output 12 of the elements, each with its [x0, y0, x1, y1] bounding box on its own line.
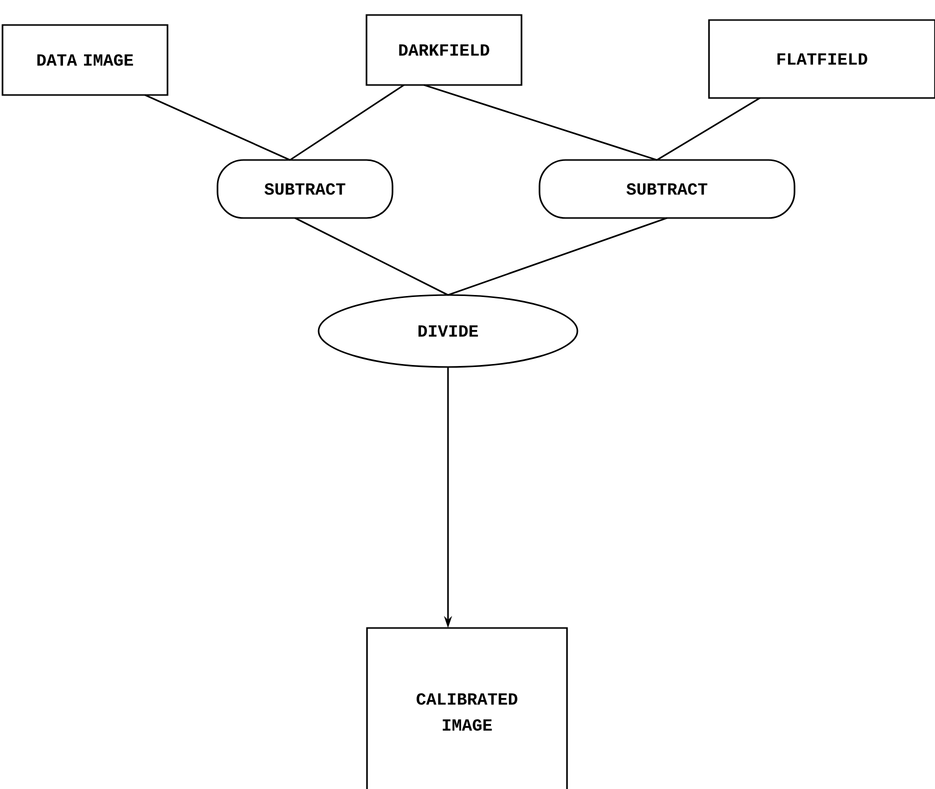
connector [294, 217, 448, 296]
input-box: FLATFIELD [708, 19, 935, 99]
operation-box: SUBTRACT [538, 159, 796, 219]
output-box: CALIBRATED IMAGE [366, 627, 568, 789]
connector [144, 94, 290, 161]
operation-box: SUBTRACT [216, 159, 394, 219]
input-box: DATA IMAGE [2, 24, 168, 96]
connector [448, 217, 668, 296]
connector [656, 97, 760, 161]
connector [424, 84, 658, 161]
input-box: DARKFIELD [366, 14, 522, 86]
connector [290, 84, 404, 161]
